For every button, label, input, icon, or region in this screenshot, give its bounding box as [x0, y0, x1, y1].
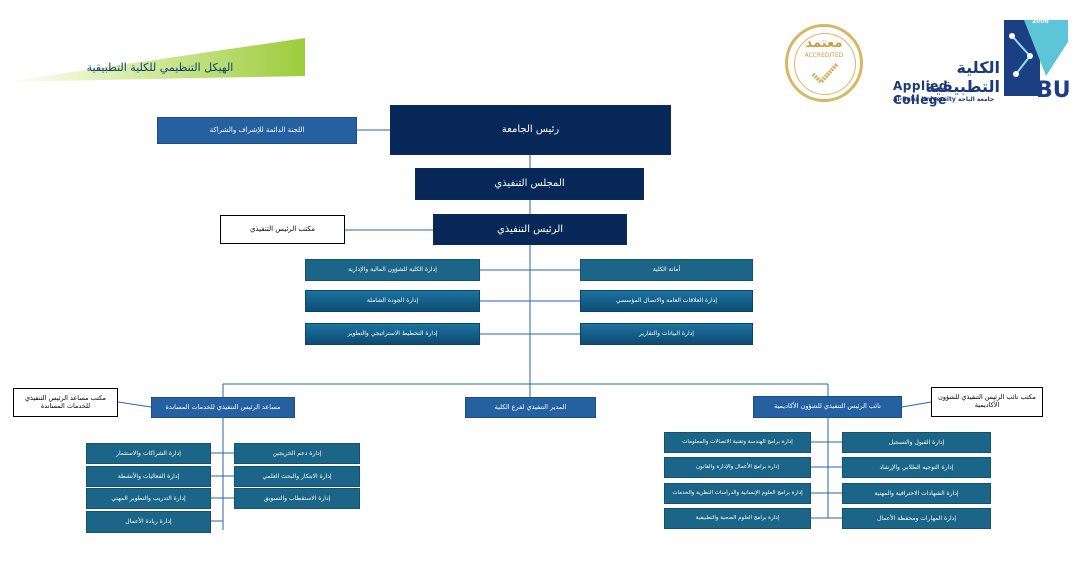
checkmark-icon [811, 62, 839, 85]
node-left-unit[interactable]: إدارة الجودة الشاملة [305, 290, 480, 312]
university-logo-mark [1004, 20, 1068, 96]
node-deputy-academic-office[interactable]: مكتب نائب الرئيس التنفيذي للشؤون الأكادي… [931, 387, 1043, 417]
node-academic-dept[interactable]: إدارة التوجيه الطلابي والإرشاد [842, 457, 991, 478]
node-assistant-support-services[interactable]: مساعد الرئيس التنفيذي للخدمات المساندة [151, 397, 295, 418]
node-deputy-academic-affairs[interactable]: نائب الرئيس التنفيذي للشؤون الأكاديمية [753, 396, 902, 418]
accreditation-arabic: معتمد [805, 36, 843, 51]
node-support-dept-inner[interactable]: إدارة الاستقطاب والتسويق [234, 488, 360, 509]
accreditation-english: ACCREDITED [804, 52, 844, 59]
header-banner [0, 36, 310, 88]
node-assistant-support-office[interactable]: مكتب مساعد الرئيس التنفيذي للخدمات المسا… [13, 388, 118, 417]
node-right-unit[interactable]: إدارة العلاقات العامة والاتصال المؤسسي [580, 290, 753, 312]
node-executive-president-office[interactable]: مكتب الرئيس التنفيذي [220, 215, 345, 244]
node-executive-president[interactable]: الرئيس التنفيذي [433, 214, 627, 245]
node-academic-dept[interactable]: إدارة الشهادات الاحترافية والمهنية [842, 483, 991, 504]
node-academic-program[interactable]: إدارة برامج الأعمال والإدارة والقانون [664, 457, 811, 478]
node-support-dept[interactable]: إدارة التدريب والتطوير المهني [86, 488, 211, 509]
node-left-unit[interactable]: إدارة الكلية للشؤون المالية والإدارية [305, 259, 480, 281]
college-english-name: Applied College [893, 79, 948, 107]
node-support-dept-inner[interactable]: إدارة الابتكار والبحث العلمي [234, 466, 360, 487]
node-academic-program[interactable]: إدارة برامج العلوم الإنسانية والدراسات ا… [664, 483, 811, 504]
node-support-dept[interactable]: إدارة الشراكات والاستثمار [86, 443, 211, 464]
node-standing-committee[interactable]: اللجنة الدائمة للإشراف والشراكة [157, 117, 357, 144]
node-executive-council[interactable]: المجلس التنفيذي [415, 168, 644, 200]
node-left-unit[interactable]: إدارة التخطيط الاستراتيجي والتطوير [305, 323, 480, 345]
node-right-unit[interactable]: إدارة البيانات والتقارير [580, 323, 753, 345]
node-academic-program[interactable]: إدارة برامج الهندسة وتقنية الاتصالات وال… [664, 432, 811, 453]
college-arabic-name: الكلية التطبيقية [925, 58, 1000, 96]
node-academic-dept[interactable]: إدارة المهارات ومحفظة الأعمال [842, 508, 991, 529]
accreditation-logo: معتمد ACCREDITED [785, 24, 863, 102]
university-founding-year: 2006 [1032, 18, 1049, 25]
node-branch-director[interactable]: المدير التنفيذي لفرع الكلية [465, 397, 596, 418]
node-university-president[interactable]: رئيس الجامعة [390, 105, 671, 155]
page-title: الهيكل التنظيمي للكلية التطبيقية [86, 61, 234, 74]
node-support-dept[interactable]: إدارة ريادة الأعمال [86, 511, 211, 533]
node-support-dept[interactable]: إدارة الفعاليات والأنشطة [86, 466, 211, 487]
banner-shape [4, 38, 305, 82]
node-academic-dept[interactable]: إدارة القبول والتسجيل [842, 432, 991, 453]
node-right-unit[interactable]: أمانة الكلية [580, 259, 753, 281]
bu-mark: BU [1036, 78, 1071, 103]
university-name: Al-Baha University جامعة الباحة [893, 96, 995, 103]
node-academic-program[interactable]: إدارة برامج العلوم الصحية والتطبيقية [664, 508, 811, 529]
node-support-dept-inner[interactable]: إدارة دعم الخريجين [234, 443, 360, 464]
